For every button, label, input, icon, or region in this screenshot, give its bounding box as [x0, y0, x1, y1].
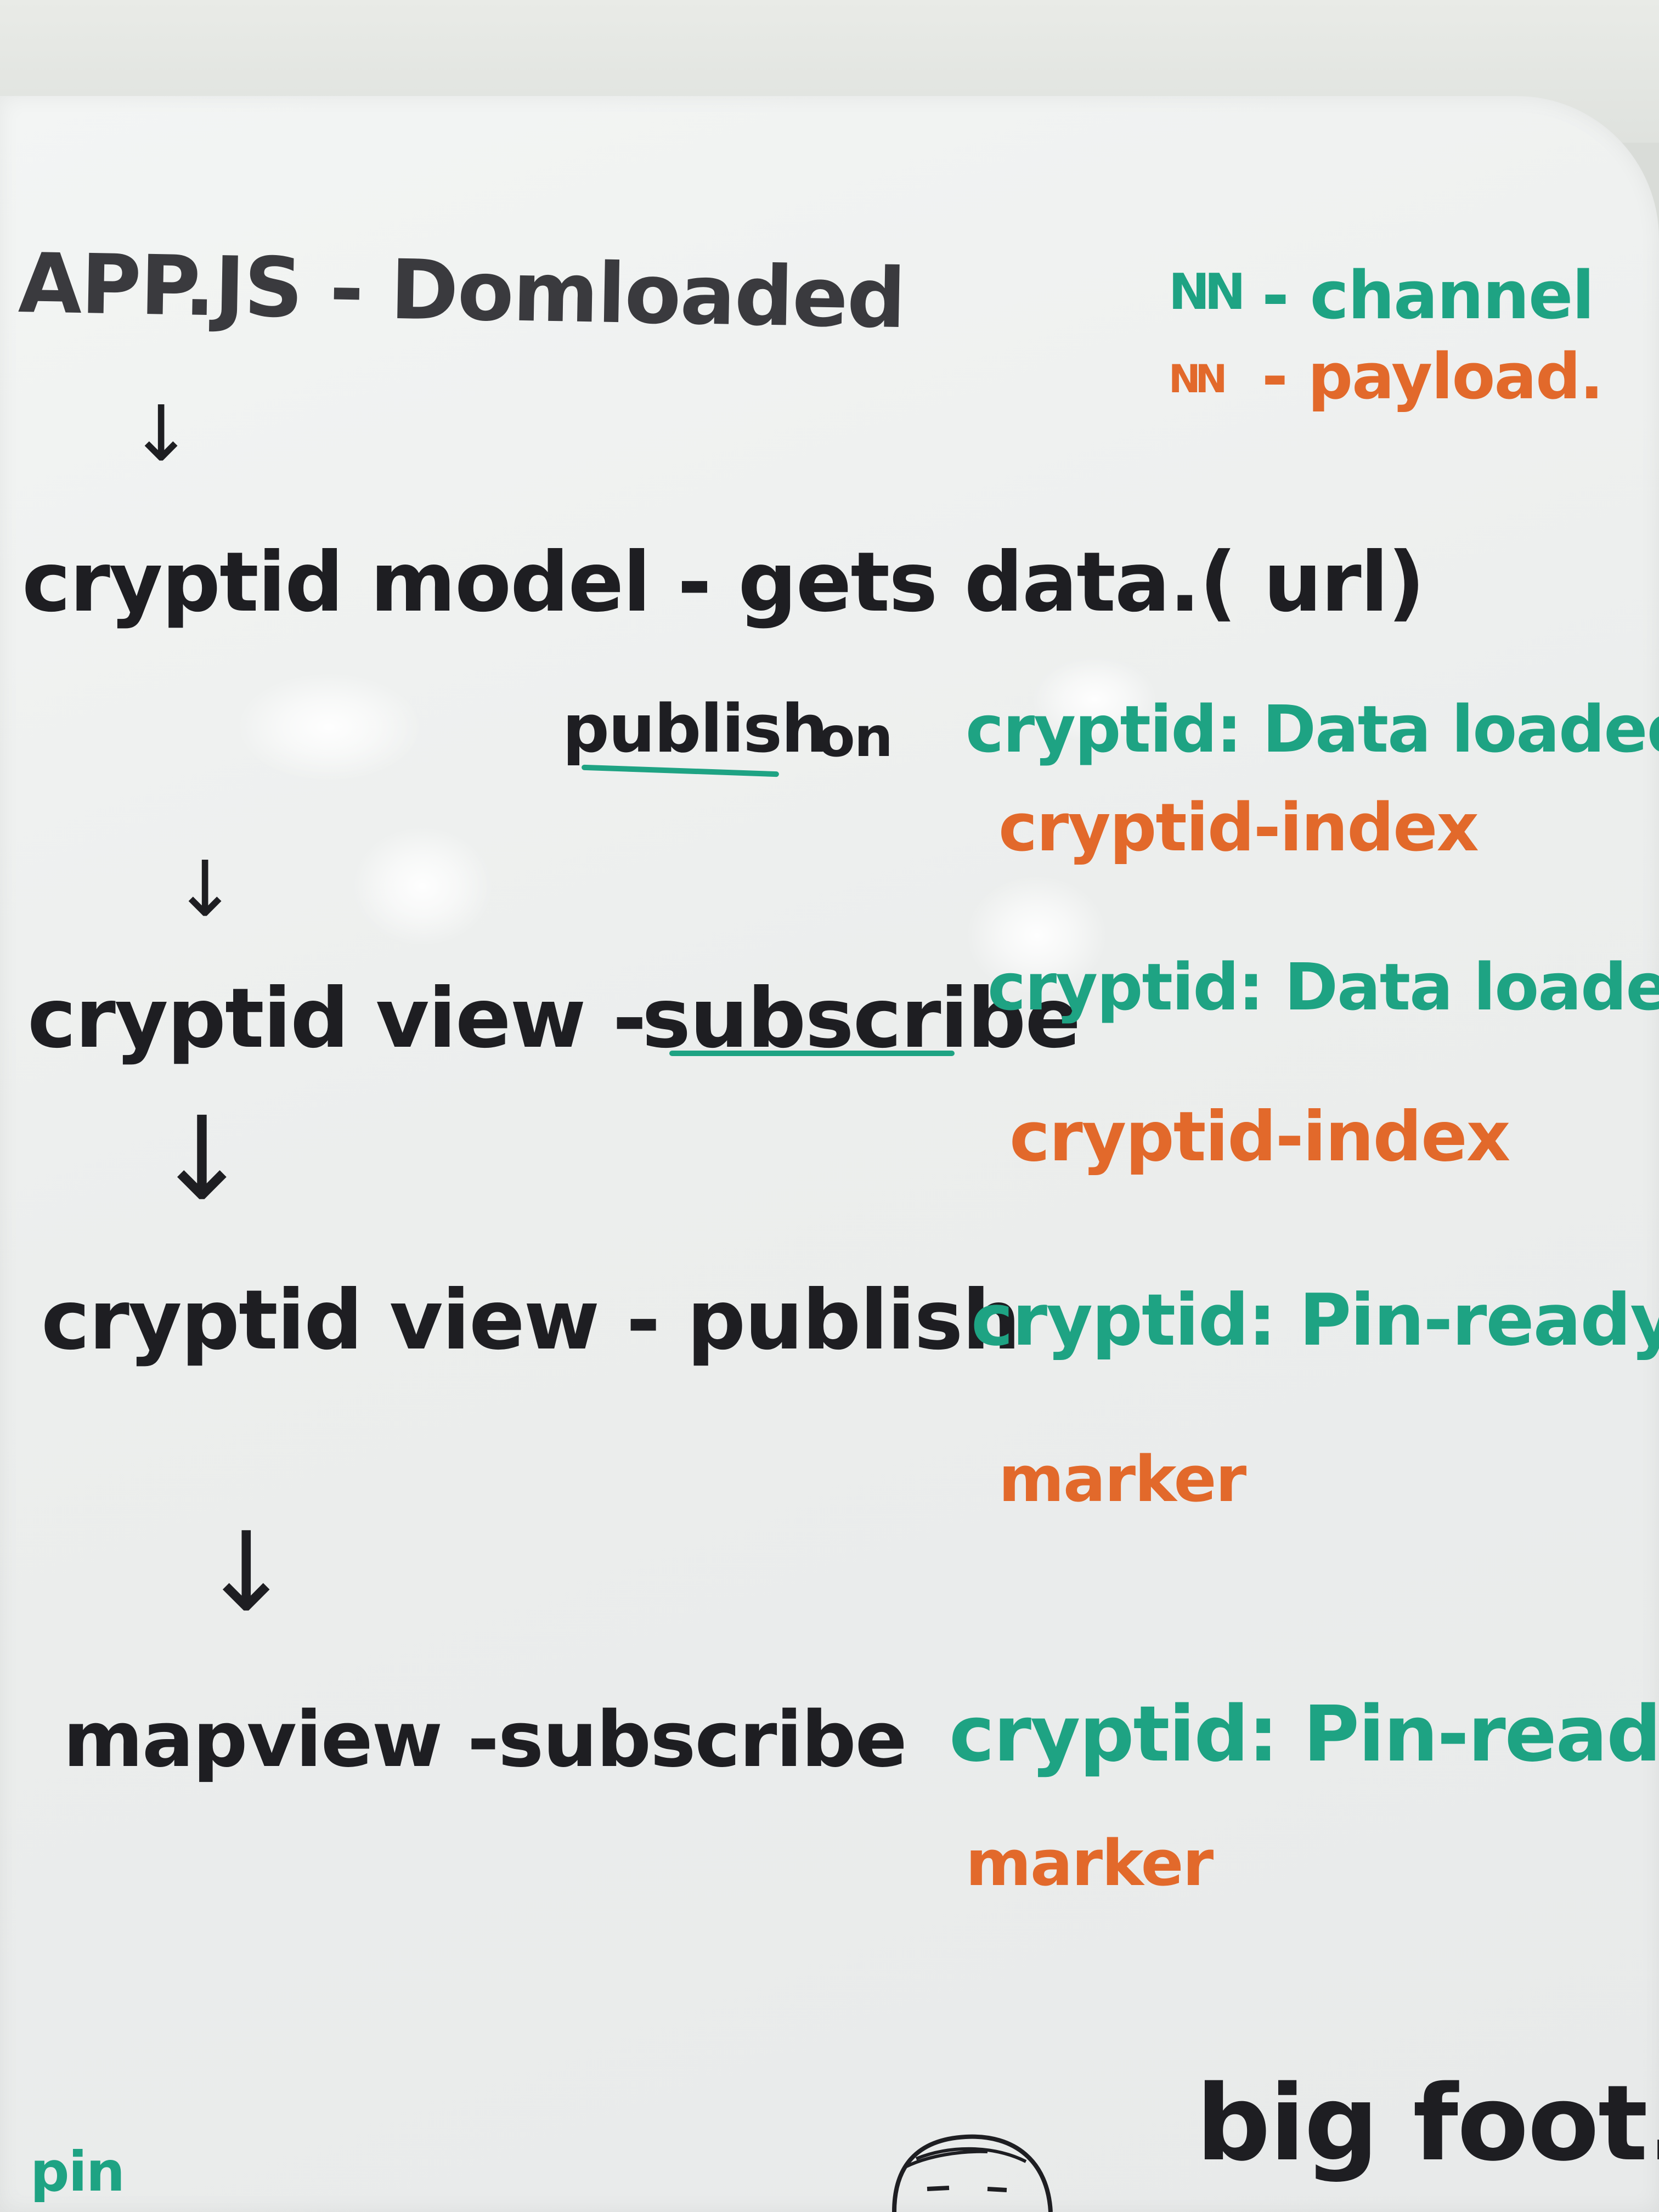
channel-4: cryptid: Pin-ready — [949, 1690, 1659, 1779]
bigfoot-label: big foot. — [1196, 2063, 1659, 2184]
down-arrow-icon: ↓ — [200, 1509, 292, 1637]
subscribe-underline — [669, 1051, 955, 1056]
down-arrow-icon: ↓ — [129, 390, 194, 479]
down-arrow-icon: ↓ — [154, 1092, 250, 1226]
channel-3: cryptid: Pin-ready — [971, 1278, 1659, 1362]
step-cryptid-model: cryptid model - gets data.( url) — [22, 535, 1425, 630]
legend-channel-label: - channel — [1262, 258, 1594, 334]
channel-2: cryptid: Data loaded. — [988, 949, 1659, 1025]
legend-channel-swatch: NN — [1169, 263, 1246, 321]
light-glare — [351, 826, 494, 946]
payload-2: cryptid-index — [1009, 1097, 1510, 1177]
step-cryptid-view-subscribe: cryptid view - — [27, 971, 647, 1066]
light-glare — [236, 672, 422, 782]
bigfoot-sketch-icon — [892, 2134, 1053, 2212]
step-on-label: on — [817, 705, 893, 769]
pin-label: pin — [30, 2140, 125, 2204]
step-app-js: APP.JS - Domloaded — [17, 236, 906, 347]
step-mapview-subscribe: mapview -subscribe — [63, 1695, 907, 1785]
legend-payload-swatch: NN — [1169, 357, 1227, 402]
down-arrow-icon: ↓ — [173, 845, 238, 934]
channel-1: cryptid: Data loaded. — [966, 691, 1659, 767]
legend-payload-label: - payload. — [1262, 340, 1604, 414]
payload-3: marker — [998, 1443, 1246, 1516]
payload-1: cryptid-index — [998, 790, 1479, 866]
step-cryptid-view-publish: cryptid view - publish — [41, 1273, 1020, 1368]
step-publish-label: publish — [562, 691, 828, 768]
payload-4: marker — [966, 1827, 1214, 1900]
